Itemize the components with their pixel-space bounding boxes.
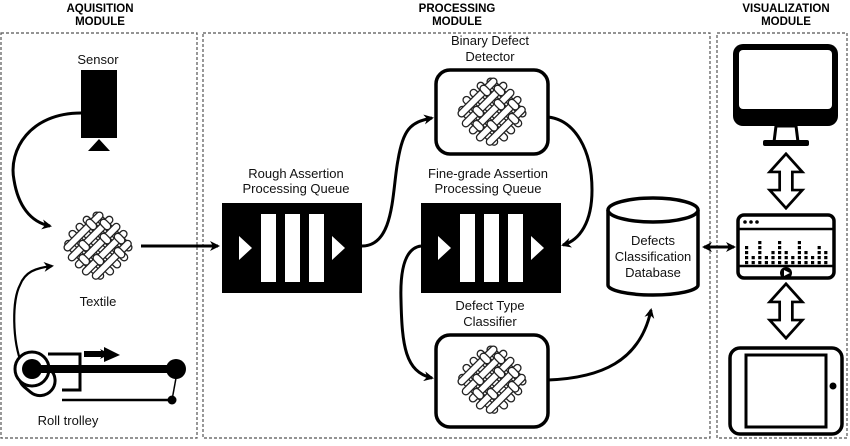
equalizer-dot <box>811 256 815 260</box>
monitor-dashboard-sync-arrow <box>768 152 804 210</box>
equalizer-dot <box>778 246 782 250</box>
equalizer-dot <box>791 256 795 260</box>
roll-trolley-icon <box>13 347 186 405</box>
equalizer-bars <box>745 241 828 265</box>
binary-detector-to-fine-queue-connector <box>547 115 594 248</box>
equalizer-dot <box>758 246 762 250</box>
binary-detector-label-line1: Binary Defect <box>451 33 529 48</box>
monitor-icon <box>733 44 838 146</box>
equalizer-dot <box>778 261 782 265</box>
equalizer-dot <box>764 256 768 260</box>
fine-queue-label-line2: Processing Queue <box>435 181 542 196</box>
equalizer-dot <box>784 256 788 260</box>
fine-queue-to-classifier-connector <box>399 244 434 382</box>
equalizer-dot <box>778 256 782 260</box>
equalizer-dot <box>784 251 788 255</box>
equalizer-dot <box>797 261 801 265</box>
processing-module-title: PROCESSING <box>419 3 496 15</box>
trolley-to-textile-connector <box>13 261 54 366</box>
textile-icon <box>58 206 138 286</box>
equalizer-dot <box>791 261 795 265</box>
equalizer-dot <box>758 241 762 245</box>
visualization-module-title: VISUALIZATION <box>742 3 829 15</box>
acquisition-module-title: AQUISITION <box>66 3 133 15</box>
classifier-to-database-connector <box>547 308 655 382</box>
equalizer-dot <box>751 261 755 265</box>
acquisition-module-frame <box>0 32 198 439</box>
rough-queue-to-binary-detector-connector <box>361 114 434 248</box>
processing-module-subtitle: MODULE <box>432 16 482 28</box>
database-label-line1: Defects <box>631 233 676 248</box>
textile-label: Textile <box>80 294 117 309</box>
rough-queue-label-line2: Processing Queue <box>243 181 350 196</box>
equalizer-dot <box>771 256 775 260</box>
equalizer-dot <box>745 261 749 265</box>
equalizer-dot <box>771 251 775 255</box>
rough-assertion-queue-icon <box>222 203 362 293</box>
equalizer-dot <box>817 261 821 265</box>
equalizer-dot <box>758 256 762 260</box>
equalizer-dot <box>797 246 801 250</box>
sensor-label: Sensor <box>77 52 119 67</box>
equalizer-dot <box>797 251 801 255</box>
fine-grade-assertion-queue-icon <box>421 203 561 293</box>
rough-queue-label-line1: Rough Assertion <box>248 166 343 181</box>
visualization-module-frame <box>716 32 848 439</box>
visualization-module-subtitle: MODULE <box>761 16 811 28</box>
equalizer-dot <box>745 251 749 255</box>
equalizer-dot <box>824 256 828 260</box>
fine-queue-label-line1: Fine-grade Assertion <box>428 166 548 181</box>
equalizer-dot <box>824 251 828 255</box>
equalizer-dot <box>758 251 762 255</box>
equalizer-dot <box>778 241 782 245</box>
sensor-icon <box>81 70 117 151</box>
equalizer-dot <box>811 261 815 265</box>
classifier-label-line2: Classifier <box>463 314 517 329</box>
equalizer-dot <box>817 251 821 255</box>
equalizer-dot <box>817 246 821 250</box>
equalizer-dot <box>817 256 821 260</box>
defects-database-icon <box>606 196 700 297</box>
processing-module-frame <box>202 32 711 439</box>
equalizer-dot <box>804 256 808 260</box>
equalizer-dot <box>764 261 768 265</box>
dashboard-window-icon <box>736 213 836 280</box>
tablet-icon <box>728 346 844 436</box>
equalizer-dot <box>804 261 808 265</box>
equalizer-dot <box>824 261 828 265</box>
dashboard-tablet-sync-arrow <box>768 282 804 340</box>
equalizer-dot <box>758 261 762 265</box>
equalizer-dot <box>771 261 775 265</box>
equalizer-dot <box>797 256 801 260</box>
equalizer-dot <box>745 246 749 250</box>
database-label-line3: Database <box>625 265 681 280</box>
equalizer-dot <box>751 256 755 260</box>
roll-trolley-label: Roll trolley <box>38 413 99 428</box>
sensor-to-textile-connector <box>11 111 82 230</box>
acquisition-module-subtitle: MODULE <box>75 16 125 28</box>
equalizer-dot <box>778 251 782 255</box>
equalizer-dot <box>784 261 788 265</box>
database-label-line2: Classification <box>615 249 692 264</box>
equalizer-dot <box>804 251 808 255</box>
equalizer-dot <box>797 241 801 245</box>
classifier-label-line1: Defect Type <box>455 298 524 313</box>
equalizer-dot <box>745 256 749 260</box>
binary-detector-label-line2: Detector <box>465 49 515 64</box>
